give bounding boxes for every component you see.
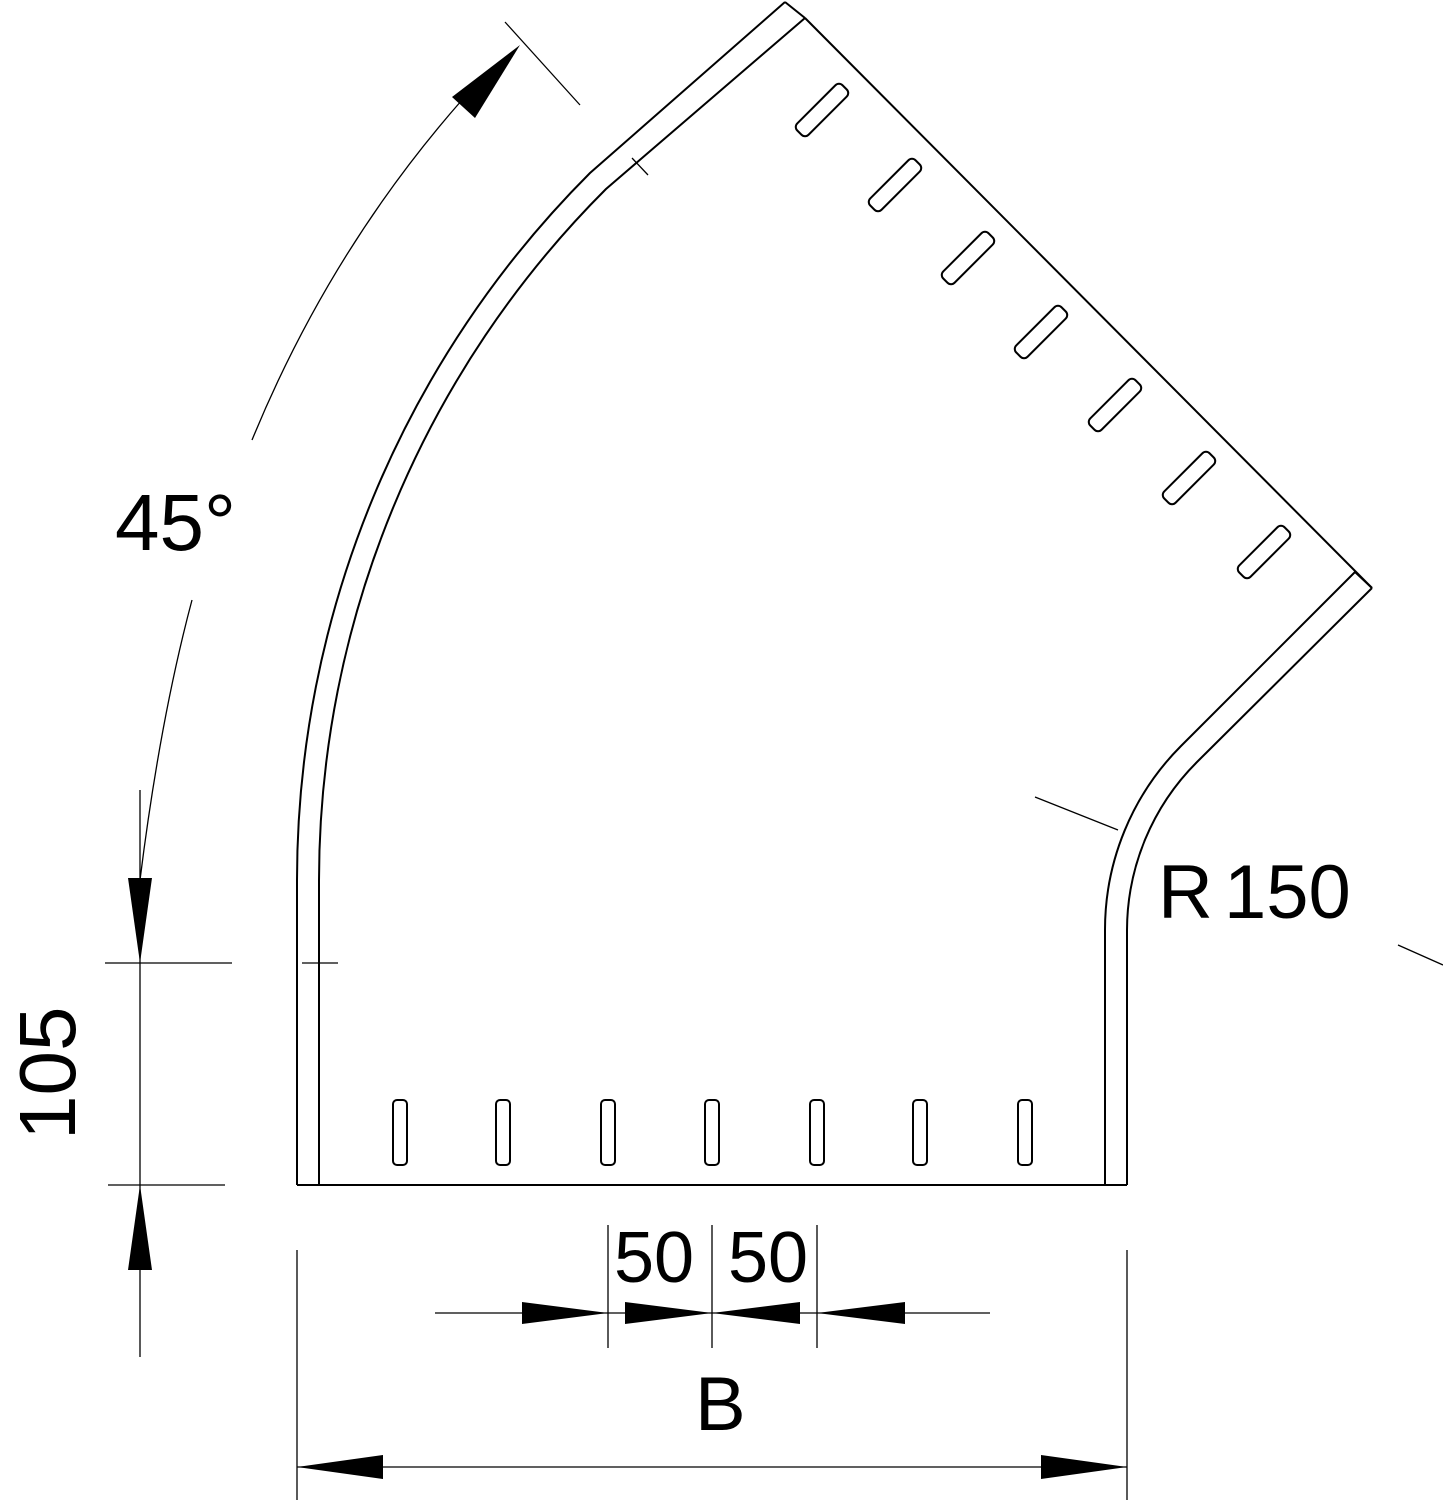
arrow-head [128, 878, 152, 963]
slot [794, 82, 850, 138]
tray-outline [296, 1, 1373, 1186]
slot [940, 230, 996, 286]
extension-line [504, 21, 581, 106]
arrow-head [712, 1302, 800, 1324]
height-dimension: 105 [3, 790, 232, 1357]
outer-right-wall [1126, 587, 1373, 1185]
diagonal-slots [794, 82, 1292, 580]
inner-left-wall [318, 17, 806, 1185]
arrow-head [1041, 1455, 1127, 1479]
slot [1161, 450, 1217, 506]
slot [867, 157, 923, 213]
slot [392, 1099, 408, 1166]
right-end-edge [1354, 571, 1373, 589]
slot [704, 1099, 720, 1166]
spacing-label-left: 50 [614, 1218, 694, 1298]
arrow-head [297, 1455, 383, 1479]
outer-left-wall [296, 1, 786, 1185]
angle-arc-lower [139, 599, 193, 881]
arrow-head [522, 1302, 608, 1324]
height-label: 105 [3, 1007, 92, 1140]
slot-spacing-dimension: 50 50 [435, 1218, 990, 1348]
width-dimension: B [296, 1250, 1128, 1500]
arrow-head [817, 1302, 905, 1324]
bottom-slots [392, 1099, 1033, 1166]
leader-line [1397, 944, 1443, 966]
radius-dimension: R 150 [1034, 796, 1443, 966]
slot [809, 1099, 825, 1166]
arrow-head [452, 45, 520, 118]
angle-label: 45° [115, 478, 236, 567]
slot [495, 1099, 511, 1166]
angle-arc-upper [251, 99, 463, 441]
angle-dimension: 45° [115, 21, 581, 881]
slot [1236, 524, 1292, 580]
diagonal-end-edge [804, 17, 1373, 589]
width-label: B [695, 1362, 746, 1447]
leader-line [1034, 796, 1119, 831]
arrow-head [128, 1185, 152, 1270]
slot [912, 1099, 928, 1166]
arrow-head [625, 1302, 712, 1324]
slot [600, 1099, 616, 1166]
slot [1017, 1099, 1033, 1166]
spacing-label-right: 50 [728, 1218, 808, 1298]
joint-line [631, 157, 649, 176]
radius-label: R 150 [1158, 850, 1351, 935]
top-end-edge [784, 1, 806, 19]
slot [1013, 304, 1069, 360]
inner-right-wall [1103, 571, 1356, 1185]
slot [1087, 377, 1143, 433]
